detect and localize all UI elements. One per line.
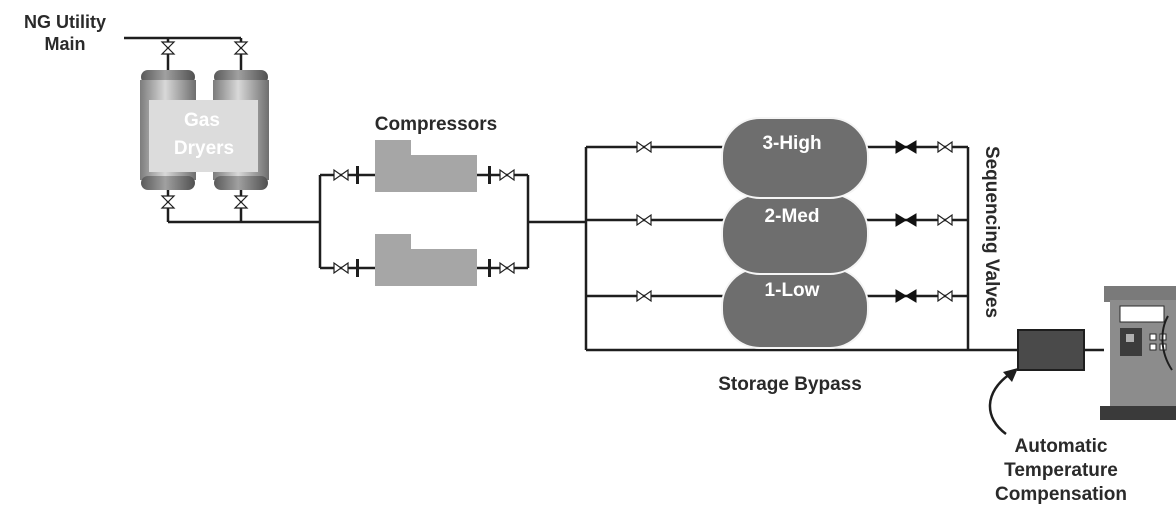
atc-label-line3: Compensation (995, 484, 1127, 505)
atc-pointer-arrow (988, 372, 1011, 436)
valve-icon (937, 140, 953, 154)
valve-icon (499, 261, 515, 275)
atc-label-line2: Temperature (1004, 460, 1118, 481)
valve-icon (937, 289, 953, 303)
flange-icon (488, 259, 491, 277)
flange-icon (356, 166, 359, 184)
check-valve-icon (905, 289, 917, 303)
dispenser-display (1119, 305, 1165, 323)
ng-utility-main-label-line2: Main (44, 34, 85, 54)
atc-label-line1: Automatic (1015, 436, 1108, 457)
sequencing-valves-label: Sequencing Valves (981, 146, 1002, 318)
check-valve-icon (905, 213, 917, 227)
valve-icon (233, 41, 249, 55)
tank-high-label: 3-High (762, 133, 821, 154)
storage-tanks (721, 117, 869, 349)
valve-icon (636, 213, 652, 227)
valve-icon (636, 140, 652, 154)
valve-icon (636, 289, 652, 303)
tank-med-label: 2-Med (765, 206, 820, 227)
compressor-1 (375, 140, 477, 192)
tank-low-label: 1-Low (765, 280, 820, 301)
dispenser-hose (1161, 315, 1173, 371)
check-valve-icon (895, 213, 907, 227)
fuel-dispenser (1100, 286, 1176, 420)
valves (160, 41, 953, 303)
gas-dryers-label: Gas (184, 110, 220, 131)
valve-icon (160, 195, 176, 209)
compressors (375, 140, 477, 286)
check-valve-icon (895, 289, 907, 303)
dispenser-canopy (1104, 286, 1176, 302)
ng-utility-main-label: NG Utility (24, 12, 106, 32)
check-valve-icon (905, 140, 917, 154)
gas-dryers-label-line2: Dryers (174, 138, 234, 159)
check-valve-icon (895, 140, 907, 154)
valve-icon (160, 41, 176, 55)
flange-icon (488, 166, 491, 184)
gas-dryers (140, 70, 269, 190)
valve-icon (333, 261, 349, 275)
temperature-compensation-unit (1017, 329, 1085, 371)
valve-icon (499, 168, 515, 182)
storage-bypass-label: Storage Bypass (718, 374, 862, 395)
compressors-label: Compressors (375, 114, 498, 135)
tank-high (721, 117, 869, 199)
dryer-label-panel (149, 100, 258, 172)
dispenser-base (1100, 406, 1176, 420)
valve-icon (233, 195, 249, 209)
compressor-2 (375, 234, 477, 286)
arrow-head-icon (1003, 368, 1018, 382)
piping (124, 36, 1104, 352)
flange-icon (356, 259, 359, 277)
valve-icon (333, 168, 349, 182)
valve-icon (937, 213, 953, 227)
